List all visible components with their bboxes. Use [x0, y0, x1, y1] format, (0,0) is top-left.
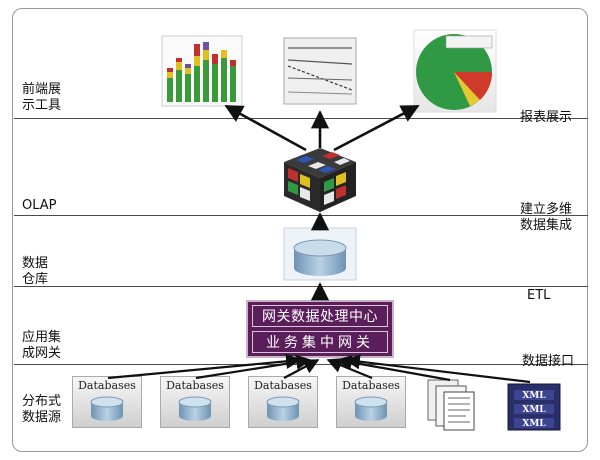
database-icon [266, 396, 300, 421]
database-icon [354, 396, 388, 421]
label-etl: ETL [527, 288, 551, 303]
pie-chart-icon [413, 29, 497, 113]
gateway-box: 网关数据处理中心 业务集中网关 [246, 300, 394, 358]
label-report: 报表展示 [520, 110, 573, 125]
warehouse-cylinder-icon [283, 227, 357, 281]
layer-divider-report [14, 118, 588, 119]
label-sources: 分布式 数据源 [22, 394, 62, 425]
database-icon [178, 396, 212, 421]
xml-label: XML [522, 405, 546, 415]
xml-label: XML [522, 419, 546, 429]
label-integration: 建立多维 数据集成 [520, 202, 573, 233]
layer-divider-olap [14, 215, 588, 216]
database-label: Databases [78, 379, 136, 392]
label-olap: OLAP [22, 198, 57, 213]
gateway-processing-center: 网关数据处理中心 [252, 305, 388, 327]
label-interface: 数据接口 [522, 354, 575, 369]
bar-chart-icon [161, 35, 243, 107]
database-label: Databases [254, 379, 312, 392]
documents-icon [427, 379, 475, 431]
source-to-gateway-arrows [107, 353, 531, 384]
database-label: Databases [166, 379, 224, 392]
label-frontend: 前端展 示工具 [22, 82, 62, 113]
label-warehouse: 数据 仓库 [22, 256, 49, 287]
xml-icon [507, 383, 561, 431]
database-icon [90, 396, 124, 421]
business-gateway: 业务集中网关 [252, 331, 388, 353]
database-label: Databases [342, 379, 400, 392]
label-gateway: 应用集 成网关 [22, 330, 62, 361]
rubiks-cube-icon [284, 148, 356, 212]
xml-label: XML [522, 391, 546, 401]
database-source-3: Databases [248, 376, 318, 428]
flow-arrows [224, 104, 420, 301]
line-chart-icon [283, 37, 357, 105]
layer-divider-etl [14, 286, 588, 287]
